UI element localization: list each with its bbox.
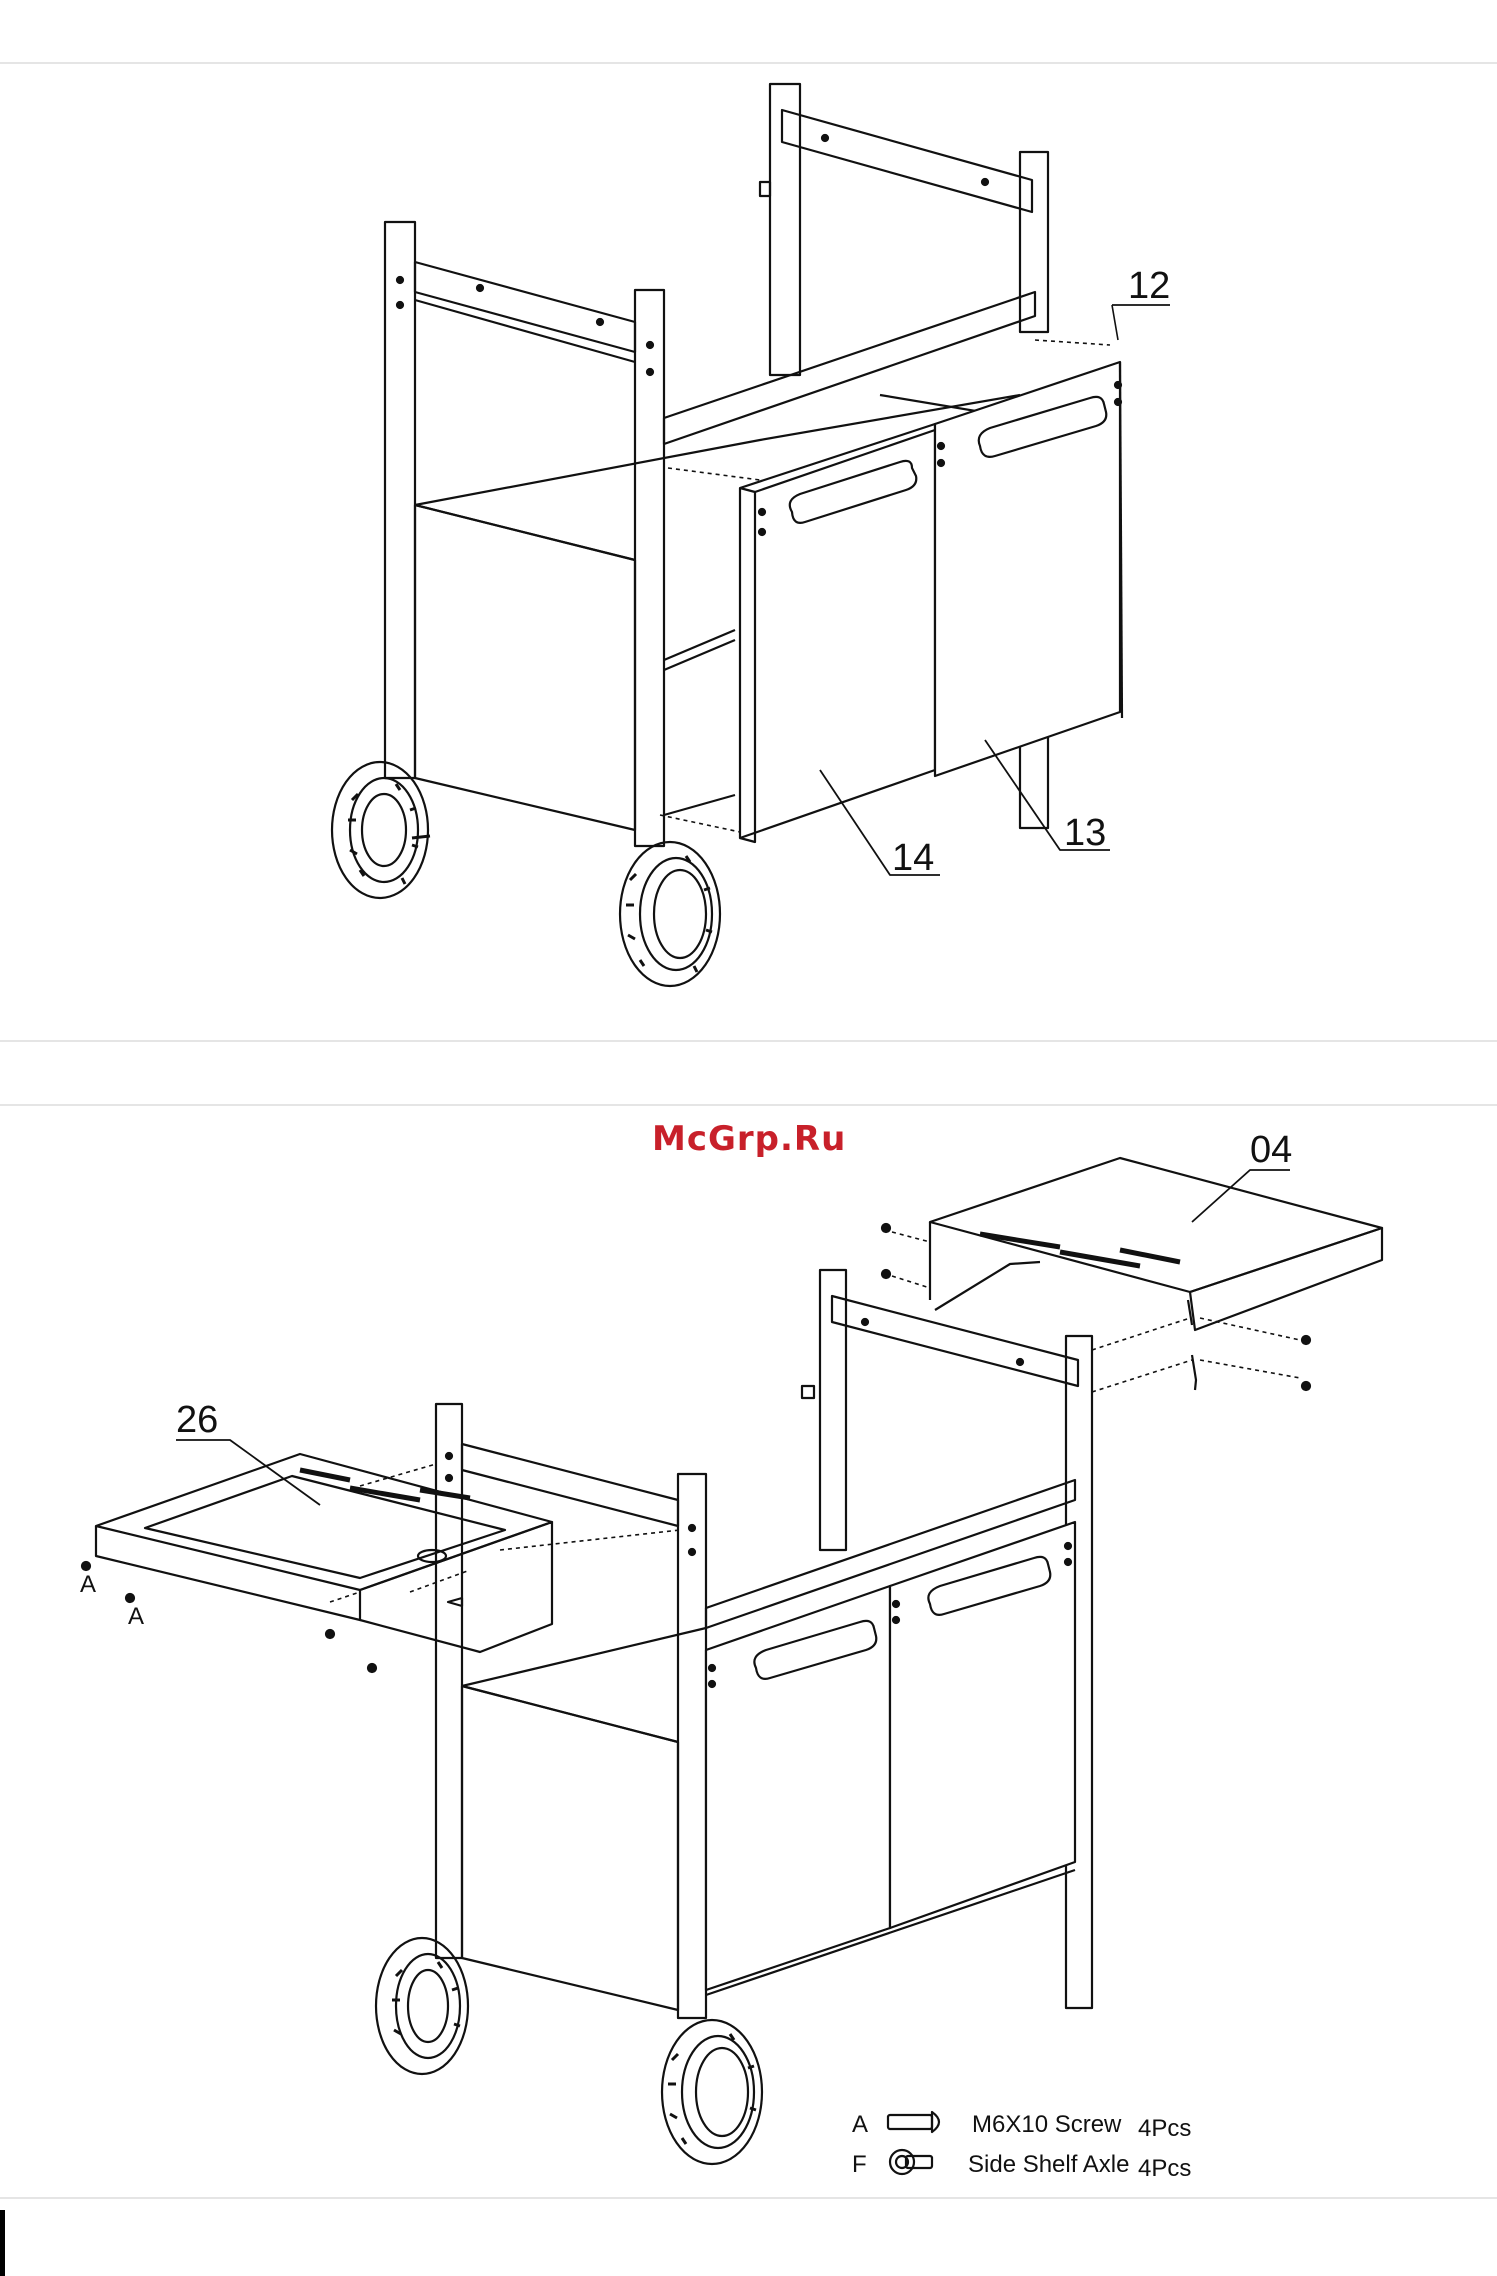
- legend-key-f: F: [852, 2151, 867, 2178]
- watermark: McGrp.Ru: [652, 1119, 846, 1159]
- step-header-bar-2: [0, 1040, 1497, 1106]
- legend-name-a: M6X10 Screw: [972, 2111, 1122, 2138]
- legend-qty-f: 4Pcs: [1138, 2155, 1191, 2182]
- callout-12: 12: [1128, 265, 1170, 307]
- side-shelf-right: [930, 1158, 1382, 1390]
- step-1-diagram: 12 14 13: [0, 64, 1497, 1040]
- wheel-rear: [332, 762, 430, 898]
- callout-26: 26: [176, 1399, 218, 1441]
- page-footer: [0, 2197, 1497, 2276]
- screws: [82, 1224, 1310, 1672]
- door-right: [935, 362, 1122, 776]
- wheel-front: [620, 842, 720, 986]
- legend-name-f: Side Shelf Axle: [968, 2151, 1129, 2178]
- door-left: [740, 424, 935, 842]
- step-header-bar-1: [0, 0, 1497, 64]
- wheel-rear-2: [376, 1938, 468, 2074]
- legend-key-a: A: [852, 2111, 868, 2138]
- screw-label-a2: A: [128, 1603, 144, 1630]
- callout-04: 04: [1250, 1129, 1292, 1171]
- parts-legend: A M6X10 Screw 4Pcs F Side Shelf Axle 4Pc…: [852, 2111, 1191, 2182]
- wheel-front-2: [662, 2020, 762, 2164]
- legend-qty-a: 4Pcs: [1138, 2115, 1191, 2142]
- callout-14: 14: [892, 837, 934, 879]
- door-left-2: [706, 1586, 890, 1990]
- callout-13: 13: [1064, 812, 1106, 854]
- step-2-diagram: McGrp.Ru: [0, 1106, 1497, 2197]
- axle-icon: [890, 2150, 932, 2174]
- screw-label-a1: A: [80, 1571, 96, 1598]
- door-right-2: [890, 1522, 1075, 1928]
- page-edge-mark: [0, 2210, 5, 2276]
- screw-icon: [888, 2112, 939, 2132]
- side-shelf-left: [96, 1454, 552, 1652]
